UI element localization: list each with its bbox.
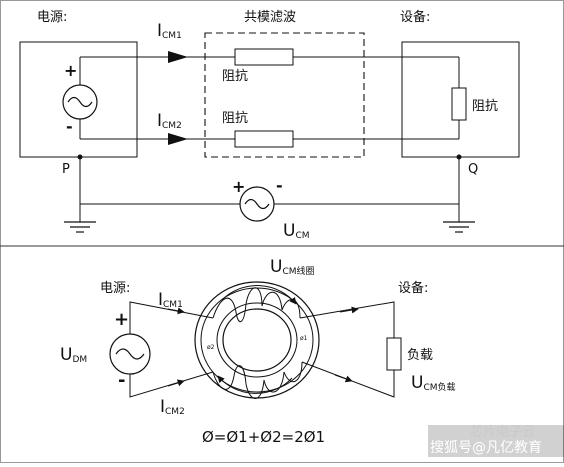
top-icm2-label: ICM2 — [157, 111, 182, 131]
node-q-label: Q — [468, 162, 478, 177]
watermark-text: 搜狐号@凡亿教育 — [430, 440, 542, 456]
watermark-faint-text: 芯片电子云 — [470, 425, 535, 440]
load-resistor — [386, 337, 402, 371]
bottom-icm1-label: ICM1 — [158, 290, 183, 310]
bottom-ac-wave-icon — [115, 348, 145, 360]
bottom-circuit: 电源: + - UDM ICM1 ICM2 — [60, 257, 456, 446]
coil-voltage-label: UCM线圈 — [270, 257, 315, 277]
top-icm1-label: ICM1 — [157, 21, 182, 41]
bottom-wire-load-top — [299, 301, 395, 338]
top-plus-sign: + — [64, 61, 77, 80]
device-impedance — [451, 87, 467, 121]
ucm-ac-wave-icon — [244, 198, 270, 210]
bottom-power-label: 电源: — [100, 281, 130, 296]
ucm-source — [239, 186, 275, 222]
top-minus-sign: - — [66, 117, 73, 136]
impedance-top-label: 阻抗 — [222, 69, 248, 84]
filter-impedance-top — [234, 48, 294, 66]
top-device-label: 设备: — [400, 9, 430, 25]
bottom-minus-sign: - — [118, 370, 125, 391]
top-ac-wave-icon — [67, 96, 93, 108]
coil-winding-1 — [212, 287, 301, 322]
ucm-minus-sign: - — [276, 176, 283, 195]
filter-box — [204, 32, 365, 158]
bottom-icm2-label: ICM2 — [160, 397, 185, 417]
ucm-label: UCM — [283, 221, 310, 241]
impedance-bottom-label: 阻抗 — [222, 111, 248, 126]
icm1-arrow-icon — [168, 51, 188, 63]
bottom-device-label: 设备: — [398, 280, 428, 296]
coil-winding-2 — [212, 361, 303, 399]
load-label: 负载 — [407, 348, 433, 363]
top-power-label: 电源: — [37, 10, 67, 25]
flux-formula: Ø=Ø1+Ø2=2Ø1 — [202, 428, 325, 446]
phi1-label: ø1 — [300, 335, 308, 342]
icm2-arrow-icon — [168, 133, 188, 145]
ground-left-icon — [64, 221, 96, 233]
udm-label: UDM — [60, 345, 87, 365]
filter-label: 共模滤波 — [244, 10, 296, 25]
bottom-wire-top — [129, 301, 214, 334]
ucm-load-label: UCM负载 — [411, 373, 456, 393]
top-circuit: 电源: + - ICM1 ICM2 共模滤波 阻抗 阻抗 设备: — [19, 9, 520, 241]
node-p-label: P — [62, 162, 70, 177]
ucm-plus-sign: + — [232, 177, 245, 196]
ground-right-icon — [443, 221, 475, 233]
phi2-label: ø2 — [207, 344, 215, 351]
watermark: 芯片电子云 搜狐号@凡亿教育 — [428, 425, 564, 457]
filter-impedance-bottom — [234, 130, 294, 148]
bottom-wire-bottom — [129, 371, 214, 398]
bottom-wire-load-bottom — [301, 361, 395, 398]
bottom-plus-sign: + — [114, 309, 129, 330]
device-impedance-label: 阻抗 — [472, 99, 498, 114]
